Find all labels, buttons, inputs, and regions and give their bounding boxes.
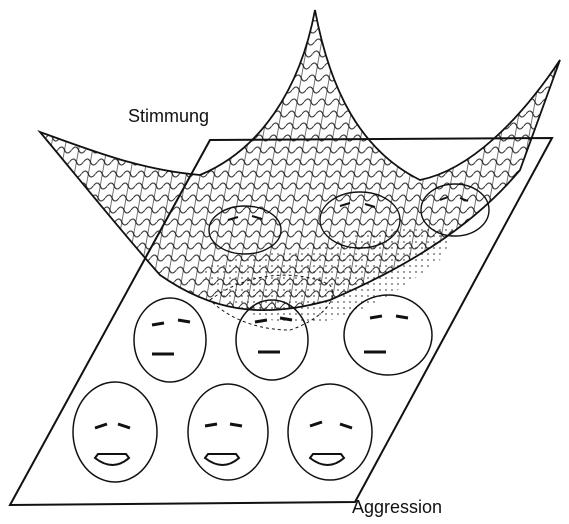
- face: [134, 298, 206, 382]
- face: [188, 384, 268, 480]
- axis-label-stimmung: Stimmung: [128, 106, 209, 127]
- axis-label-aggression: Aggression: [352, 497, 442, 518]
- mesh-surface: [40, 10, 560, 330]
- face: [288, 384, 372, 480]
- face: [73, 382, 157, 482]
- face: [344, 295, 432, 375]
